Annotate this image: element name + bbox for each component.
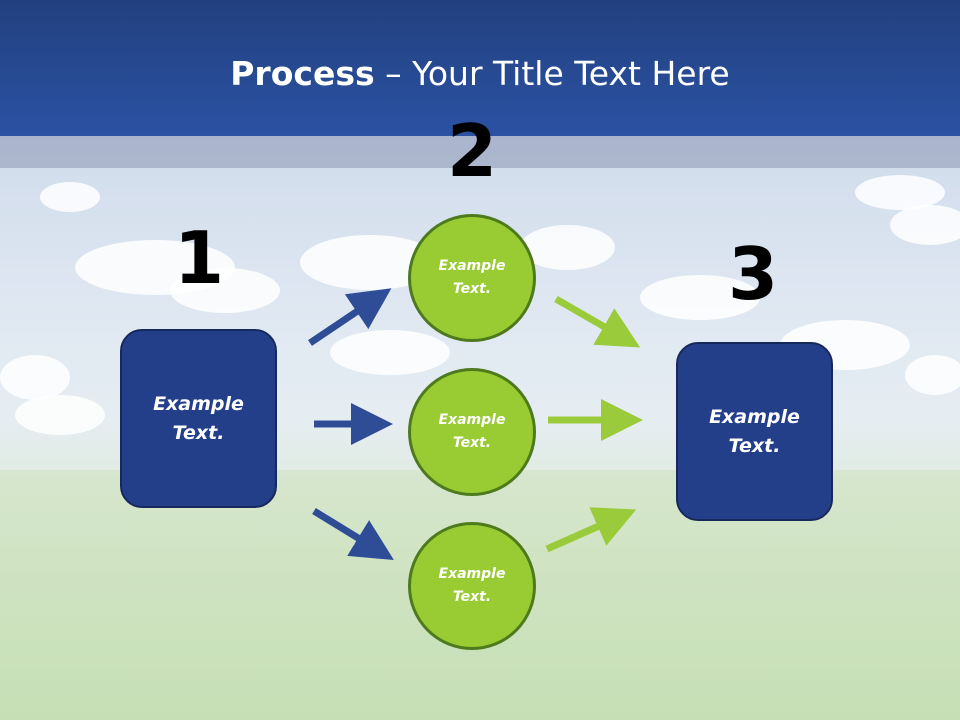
step-number-2: 2 [446, 109, 498, 193]
title-rest: – Your Title Text Here [374, 54, 730, 93]
step-number-1: 1 [173, 216, 225, 300]
cloud [855, 175, 945, 210]
step-2-circle-middle: Example Text. [408, 368, 536, 496]
step-1-box: Example Text. [120, 329, 277, 508]
cloud [640, 275, 760, 320]
arrow-up-green [545, 507, 637, 553]
title-bar [0, 0, 960, 136]
circle-text: Example Text. [438, 566, 506, 605]
cloud [0, 355, 70, 400]
cloud [905, 355, 960, 395]
step-3-box: Example Text. [676, 342, 833, 521]
step-2-circle-top: Example Text. [408, 214, 536, 342]
cloud [890, 205, 960, 245]
circle-text: Example Text. [438, 412, 506, 451]
arrow-up-blue [308, 288, 392, 346]
cloud [330, 330, 450, 375]
title-bar-band [0, 136, 960, 168]
step-1-text: Example Text. [153, 392, 244, 444]
cloud [170, 268, 280, 313]
cloud [15, 395, 105, 435]
cloud [520, 225, 615, 270]
slide-title: Process – Your Title Text Here [0, 52, 960, 96]
title-bold: Process [230, 54, 375, 93]
step-3-text: Example Text. [709, 405, 800, 457]
step-number-3: 3 [727, 232, 779, 316]
cloud [40, 182, 100, 212]
circle-text: Example Text. [438, 258, 506, 297]
arrow-down-green [554, 295, 641, 348]
arrow-down-blue [312, 508, 394, 560]
step-2-circle-bottom: Example Text. [408, 522, 536, 650]
